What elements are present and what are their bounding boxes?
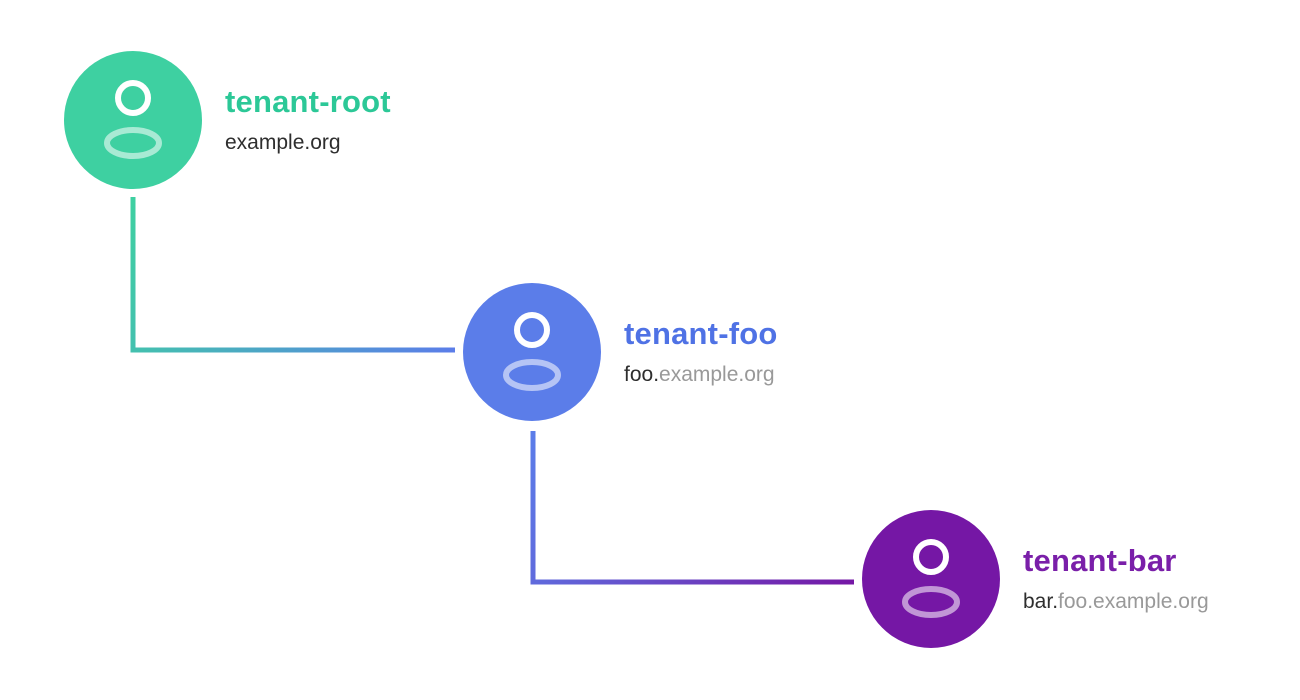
tenant-foo-labels: tenant-foo foo.example.org [624,316,778,388]
tenant-root-avatar [64,51,202,189]
person-icon [862,510,1000,648]
connector-foo-to-bar [530,431,854,585]
connector-root-to-foo [130,197,455,353]
person-body [104,127,162,159]
tenant-domain: example.org [225,130,391,156]
node-tenant-bar: tenant-bar bar.foo.example.org [862,510,1209,648]
person-body [503,359,561,391]
person-head [115,80,151,116]
tenant-name: tenant-bar [1023,543,1177,578]
person-head [913,539,949,575]
tenant-domain: foo.example.org [624,362,778,388]
tenant-bar-labels: tenant-bar bar.foo.example.org [1023,543,1209,615]
person-icon [463,283,601,421]
tenant-domain: bar.foo.example.org [1023,589,1209,615]
domain-parent-part: example.org [659,363,775,386]
domain-parent-part: foo.example.org [1058,590,1209,613]
person-body [902,586,960,618]
tenant-root-labels: tenant-root example.org [225,84,391,156]
person-head [514,312,550,348]
tenant-name: tenant-foo [624,316,778,351]
domain-own-part: example.org [225,131,341,154]
node-tenant-root: tenant-root example.org [64,51,391,189]
node-tenant-foo: tenant-foo foo.example.org [463,283,778,421]
tenant-foo-avatar [463,283,601,421]
tenant-bar-avatar [862,510,1000,648]
domain-own-part: foo. [624,363,660,386]
person-icon [64,51,202,189]
tenant-name: tenant-root [225,84,391,119]
domain-own-part: bar. [1023,590,1059,613]
